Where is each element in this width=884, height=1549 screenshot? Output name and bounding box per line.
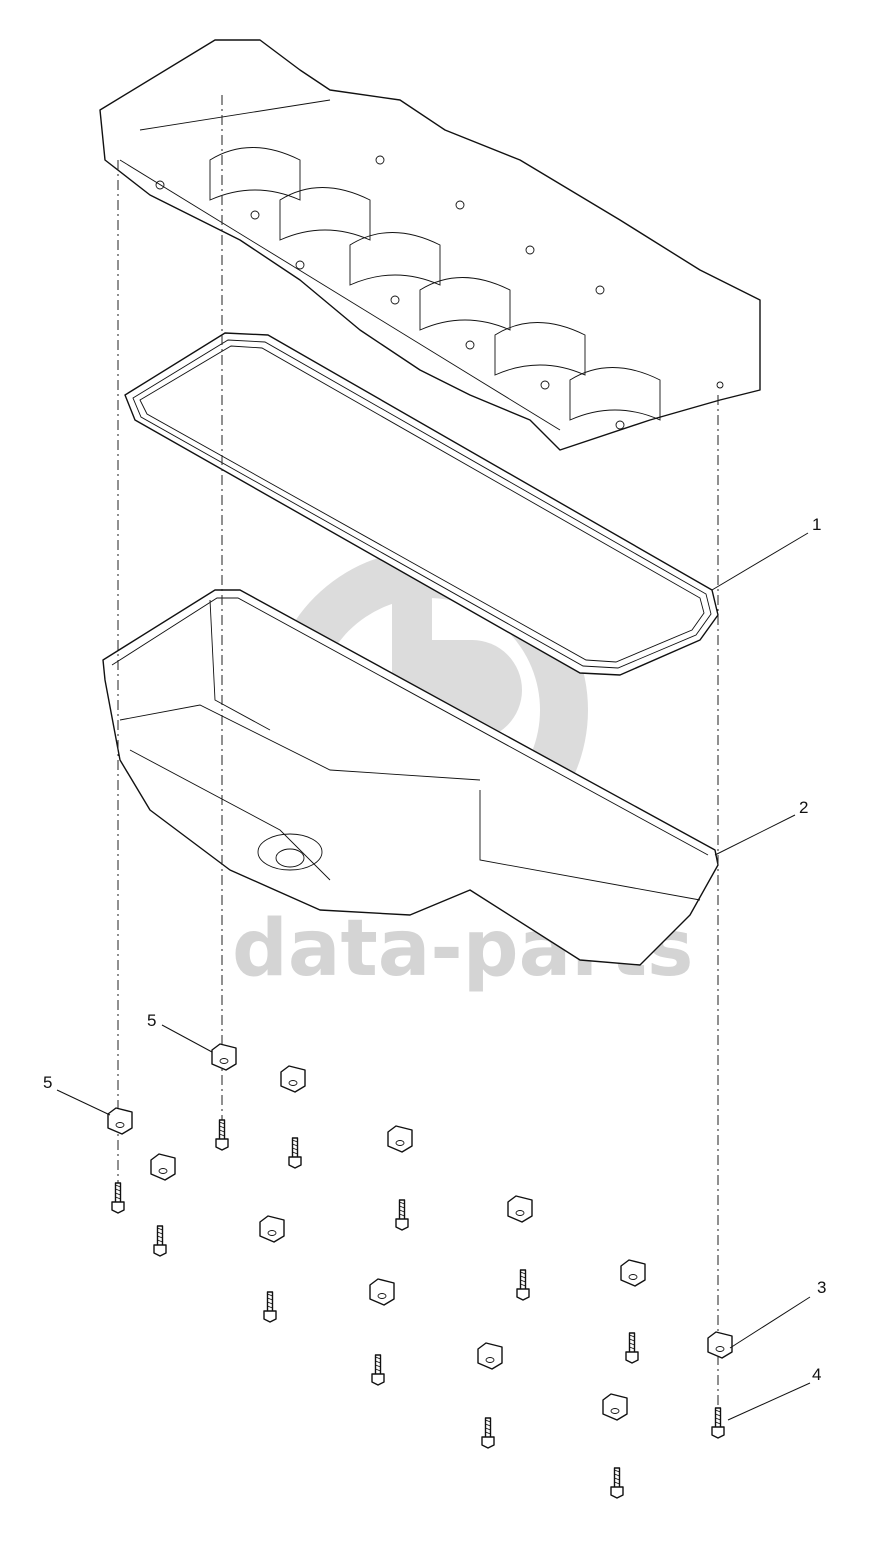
engine-block (99, 39, 761, 451)
spacer-icon (150, 1153, 176, 1181)
spacer-icon (259, 1215, 285, 1243)
callout-5-lower: 5 (43, 1073, 52, 1092)
spacer-icon (620, 1259, 646, 1287)
bolt-icon (625, 1332, 639, 1364)
bolt-icon (215, 1119, 229, 1151)
callout-leaders (56, 532, 811, 1421)
spacer-icon (602, 1393, 628, 1421)
bolt-icon (481, 1417, 495, 1449)
bolt-icon (395, 1199, 409, 1231)
callout-2: 2 (799, 798, 808, 817)
bolt-icon (263, 1291, 277, 1323)
spacer-icon (369, 1278, 395, 1306)
bearing-saddles (209, 147, 661, 421)
spacer-icon (707, 1331, 733, 1359)
bolt-icon (610, 1467, 624, 1499)
bolts (111, 1119, 725, 1499)
oil-pan (102, 589, 719, 966)
alignment-lines (117, 95, 719, 1420)
spacer-icon (477, 1342, 503, 1370)
bolt-icon (111, 1182, 125, 1214)
spacer-icon (211, 1043, 237, 1071)
spacers (107, 1043, 733, 1421)
spacer-icon (107, 1107, 133, 1135)
bolt-icon (288, 1137, 302, 1169)
bolt-icon (153, 1225, 167, 1257)
bolt-icon (516, 1269, 530, 1301)
oil-pan-gasket (124, 332, 719, 676)
spacer-icon (280, 1065, 306, 1093)
spacer-icon (507, 1195, 533, 1223)
callout-5-upper: 5 (147, 1011, 156, 1030)
bolt-icon (371, 1354, 385, 1386)
callout-3: 3 (817, 1278, 826, 1297)
bolt-icon (711, 1407, 725, 1439)
spacer-icon (387, 1125, 413, 1153)
block-bolt-holes (155, 155, 724, 430)
callout-1: 1 (812, 515, 821, 534)
callout-4: 4 (812, 1365, 821, 1384)
drain-plug (257, 833, 323, 871)
